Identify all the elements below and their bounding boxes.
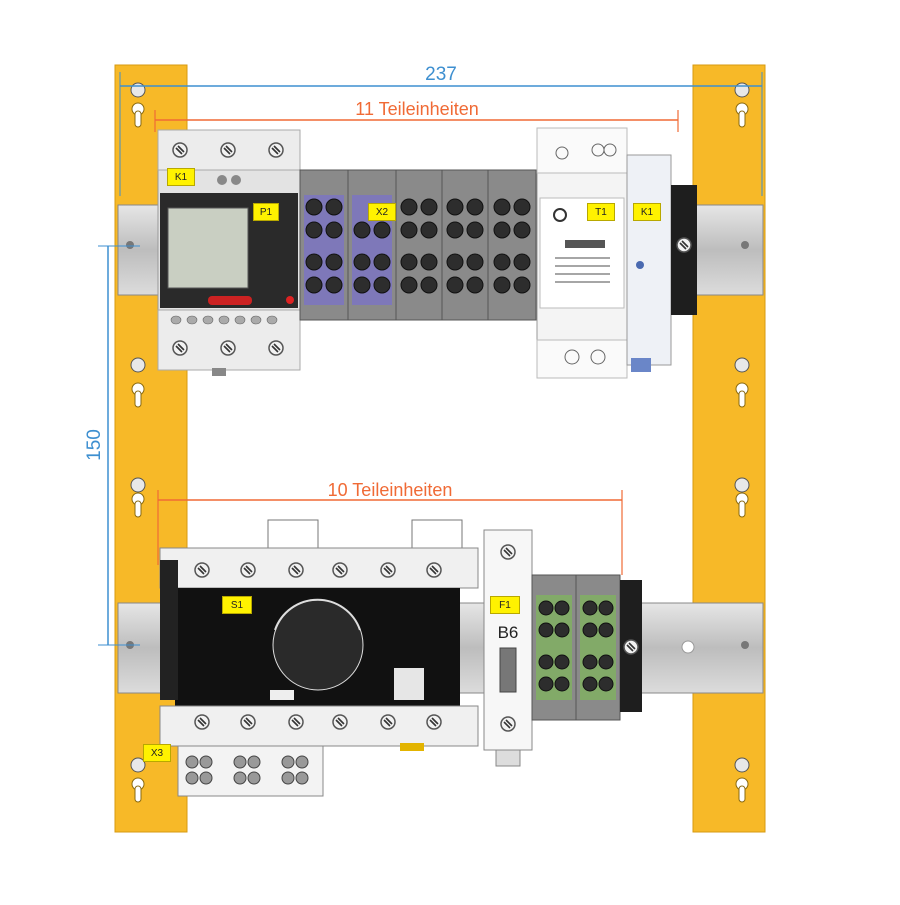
relay-tag: K1 xyxy=(633,203,661,221)
meter-top-tag: K1 xyxy=(167,168,195,186)
bottom-terminal-tag: X3 xyxy=(143,744,171,762)
row-spacing-dimension xyxy=(98,245,140,646)
switch-tag: S1 xyxy=(222,596,252,614)
transformer xyxy=(536,127,628,379)
bottom-row-span-label: 10 Teileinheiten xyxy=(328,480,453,500)
right-mounting-frame xyxy=(692,64,766,833)
breaker-rating-label: B6 xyxy=(498,623,519,642)
top-terminal-blocks xyxy=(299,169,537,321)
relay xyxy=(626,154,697,372)
circuit-breaker xyxy=(483,529,533,767)
total-width-label: 237 xyxy=(425,64,457,85)
bottom-terminal-blocks xyxy=(177,745,324,797)
top-row-span-label: 11 Teileinheiten xyxy=(355,99,478,119)
energy-meter xyxy=(157,129,301,376)
bottom-right-terminal-blocks xyxy=(531,574,642,721)
transformer-tag: T1 xyxy=(587,203,615,221)
rotary-switch xyxy=(159,519,479,751)
terminal-top-tag: X2 xyxy=(368,203,396,221)
bottom-row-span-dimension xyxy=(157,490,623,575)
row-spacing-label: 150 xyxy=(84,429,105,461)
total-width-dimension xyxy=(119,72,763,196)
meter-display-tag: P1 xyxy=(253,203,279,221)
breaker-tag: F1 xyxy=(490,596,520,614)
top-row-span-dimension xyxy=(154,110,679,132)
